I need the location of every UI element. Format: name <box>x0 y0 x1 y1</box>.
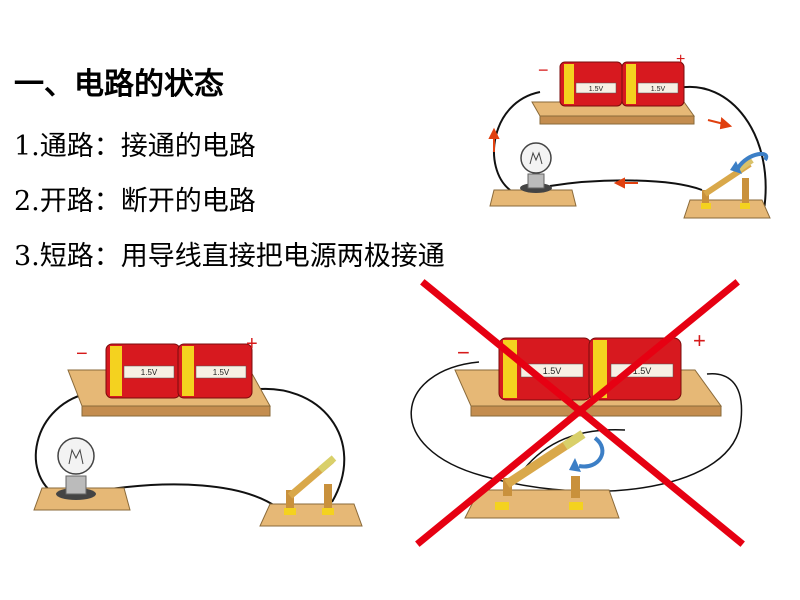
plus-terminal-label: + <box>693 328 706 353</box>
switch-board <box>259 503 363 527</box>
minus-terminal-label: − <box>457 340 470 365</box>
bulb <box>33 437 131 511</box>
switch-closed <box>683 157 771 219</box>
short-circuit-figure: 1.5V 1.5V − + <box>410 279 745 547</box>
open-circuit-definition: 2.开路：断开的电路 <box>14 186 256 217</box>
battery-left: 1.5V <box>498 337 592 401</box>
minus-terminal-label: − <box>76 343 88 365</box>
wire-to-switch <box>518 429 626 477</box>
section-heading: 一、电路的状态 <box>14 67 224 102</box>
wire-bottom <box>549 179 703 191</box>
plus-terminal-label: + <box>246 333 258 355</box>
plus-terminal-label: + <box>676 51 685 68</box>
battery-left: 1.5V <box>105 343 181 399</box>
battery-right: 1.5V <box>621 61 685 107</box>
minus-terminal-label: − <box>538 60 549 80</box>
battery-label: 1.5V <box>543 366 562 376</box>
cross-out-mark <box>415 279 745 547</box>
battery-left: 1.5V <box>559 61 623 107</box>
battery-label: 1.5V <box>633 366 652 376</box>
wire-right <box>677 85 767 211</box>
switch-board <box>683 199 771 219</box>
switch-open <box>259 455 363 527</box>
closed-circuit-definition: 1.通路：接通的电路 <box>14 131 256 162</box>
wire-right <box>249 387 346 503</box>
short-circuit-definition: 3.短路：用导线直接把电源两极接通 <box>14 241 445 272</box>
battery-label: 1.5V <box>141 368 158 377</box>
open-circuit-figure: 1.5V 1.5V − + <box>33 333 363 527</box>
battery-right: 1.5V <box>177 343 253 399</box>
battery-label: 1.5V <box>589 86 604 93</box>
switch-open <box>464 430 620 519</box>
closed-circuit-figure: 1.5V 1.5V − + <box>488 51 771 219</box>
curl-arrow <box>578 436 605 469</box>
current-arrows <box>488 116 733 189</box>
curl-arrow <box>736 151 769 170</box>
wire-bottom <box>103 483 279 509</box>
bulb <box>489 142 577 207</box>
battery-label: 1.5V <box>213 368 230 377</box>
battery-label: 1.5V <box>651 86 666 93</box>
switch-board <box>464 489 620 519</box>
